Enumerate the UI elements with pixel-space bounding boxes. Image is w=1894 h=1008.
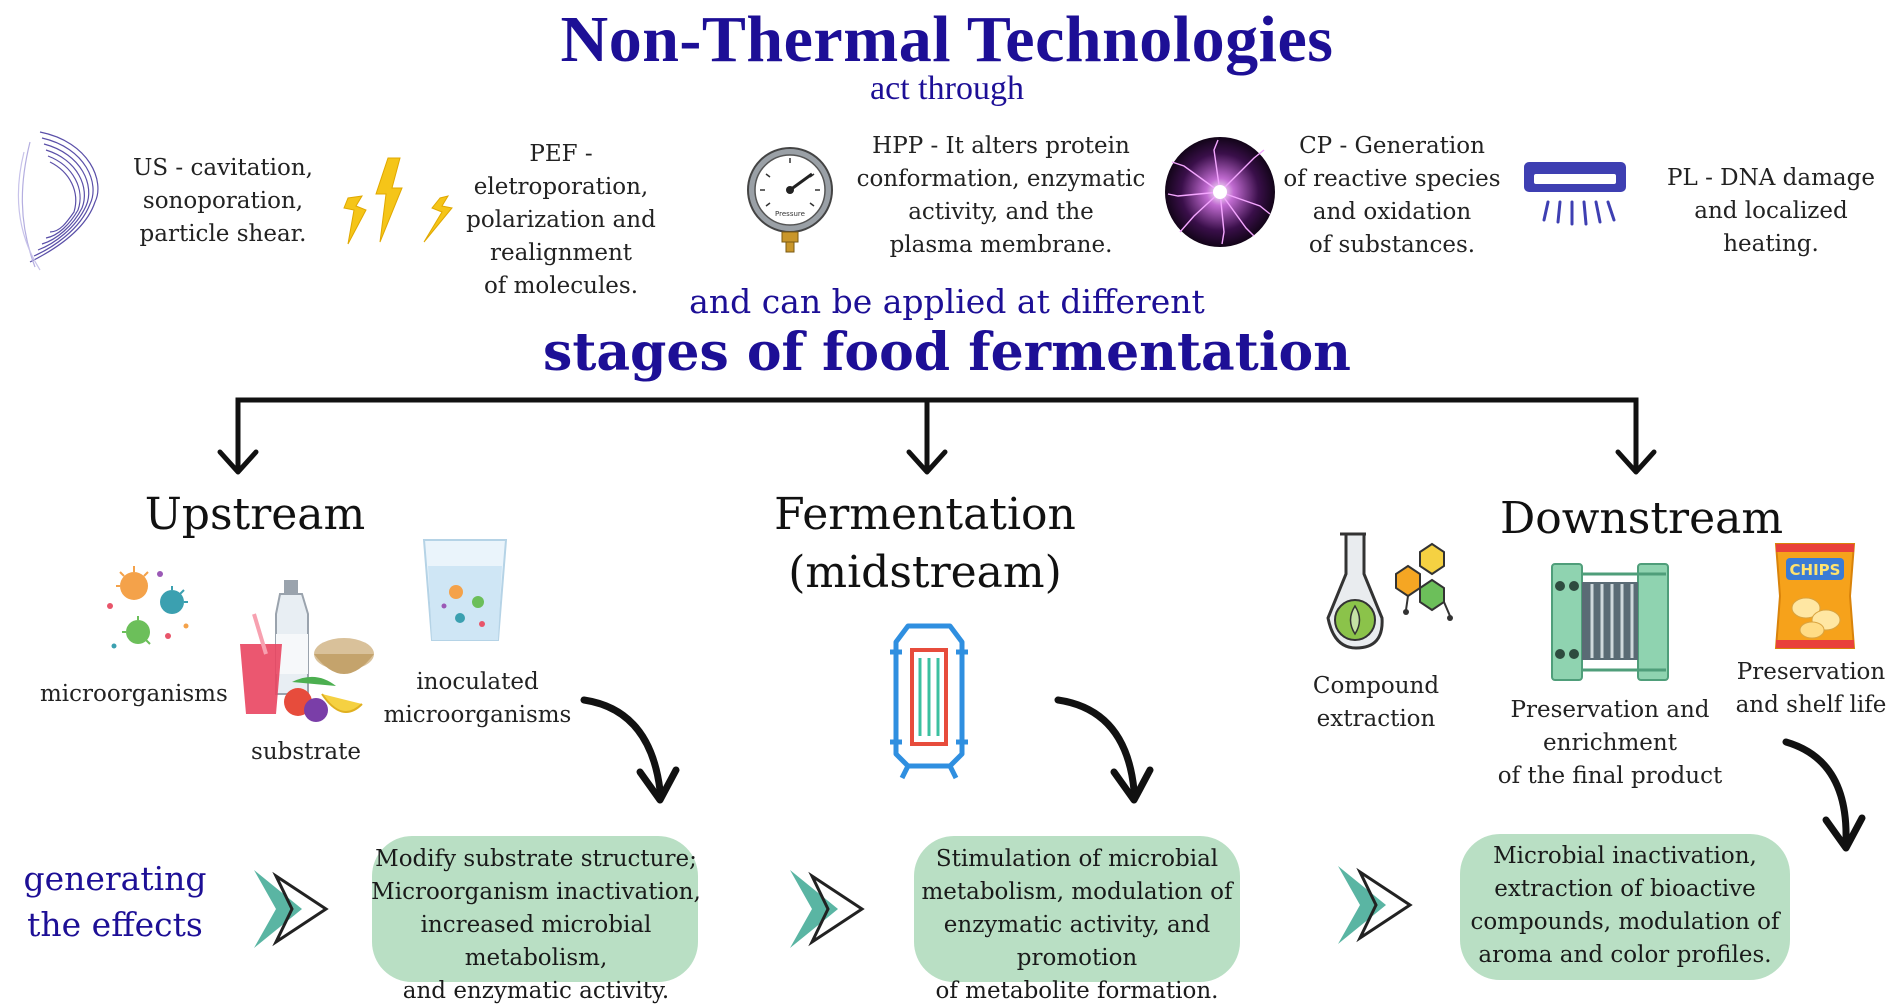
curved-arrow-upstream (580, 696, 664, 794)
label-substrate: substrate (251, 739, 361, 765)
label-preservation-enrichment: Preservation and enrichment of the final… (1497, 697, 1723, 789)
bridge-line: and can be applied at different (689, 282, 1205, 321)
substrate-icon (240, 580, 374, 722)
curved-arrow-fermentation (1054, 696, 1138, 794)
effect-text-upstream: Modify substrate structure; Microorganis… (371, 846, 701, 1004)
stage-title-fermentation: Fermentation (midstream) (774, 489, 1076, 598)
chevron-icon-1 (254, 870, 329, 948)
bioreactor-icon (890, 623, 968, 780)
chevron-icon-3 (1338, 866, 1413, 944)
inoculated-glass-icon (422, 539, 508, 641)
effect-box-upstream (372, 836, 698, 982)
label-preservation-shelf-life: Preservation and shelf life (1735, 659, 1887, 718)
arrow-downstream (1615, 449, 1657, 475)
chips-brand-text: CHIPS (1790, 561, 1841, 579)
lightning-icon (343, 157, 453, 245)
effects-label: generating the effects (23, 859, 207, 944)
effect-text-downstream: Microbial inactivation, extraction of bi… (1470, 843, 1780, 968)
chevron-icon-2 (790, 870, 865, 948)
tech-us-text: US - cavitation, sonoporation, particle … (132, 155, 313, 247)
sound-wave-icon (17, 131, 99, 271)
arrow-upstream (217, 449, 259, 475)
arrow-fermentation (906, 449, 948, 475)
plasma-ball-icon (1165, 137, 1275, 247)
chips-bag-icon: CHIPS (1774, 543, 1856, 649)
uv-lamp-icon (1524, 162, 1626, 226)
stage-title-downstream: Downstream (1500, 493, 1784, 544)
stage-title-upstream: Upstream (144, 489, 366, 540)
heat-exchanger-icon (1551, 563, 1669, 681)
tech-cp-text: CP - Generation of reactive species and … (1283, 133, 1501, 258)
microorganisms-icon (107, 566, 189, 649)
tech-hpp-text: HPP - It alters protein conformation, en… (856, 133, 1146, 258)
stages-heading: stages of food fermentation (543, 322, 1351, 383)
svg-text:Pressure: Pressure (775, 210, 805, 218)
label-microorganisms: microorganisms (40, 681, 228, 707)
label-compound-extraction: Compound extraction (1312, 673, 1440, 732)
effect-box-fermentation (914, 836, 1240, 982)
pressure-gauge-icon: Pressure (747, 147, 833, 253)
label-inoculated-microorganisms: inoculated microorganisms (383, 669, 572, 728)
tech-pef-text: PEF - eletroporation, polarization and r… (466, 141, 656, 299)
diagram-title: Non-Thermal Technologies (560, 3, 1334, 76)
effect-box-downstream (1460, 834, 1790, 980)
tech-pl-text: PL - DNA damage and localized heating. (1667, 165, 1875, 257)
compound-extraction-icon (1326, 532, 1453, 650)
curved-arrow-downstream (1782, 738, 1850, 844)
diagram-subtitle: act through (870, 70, 1024, 107)
effect-text-fermentation: Stimulation of microbial metabolism, mod… (921, 846, 1233, 1004)
